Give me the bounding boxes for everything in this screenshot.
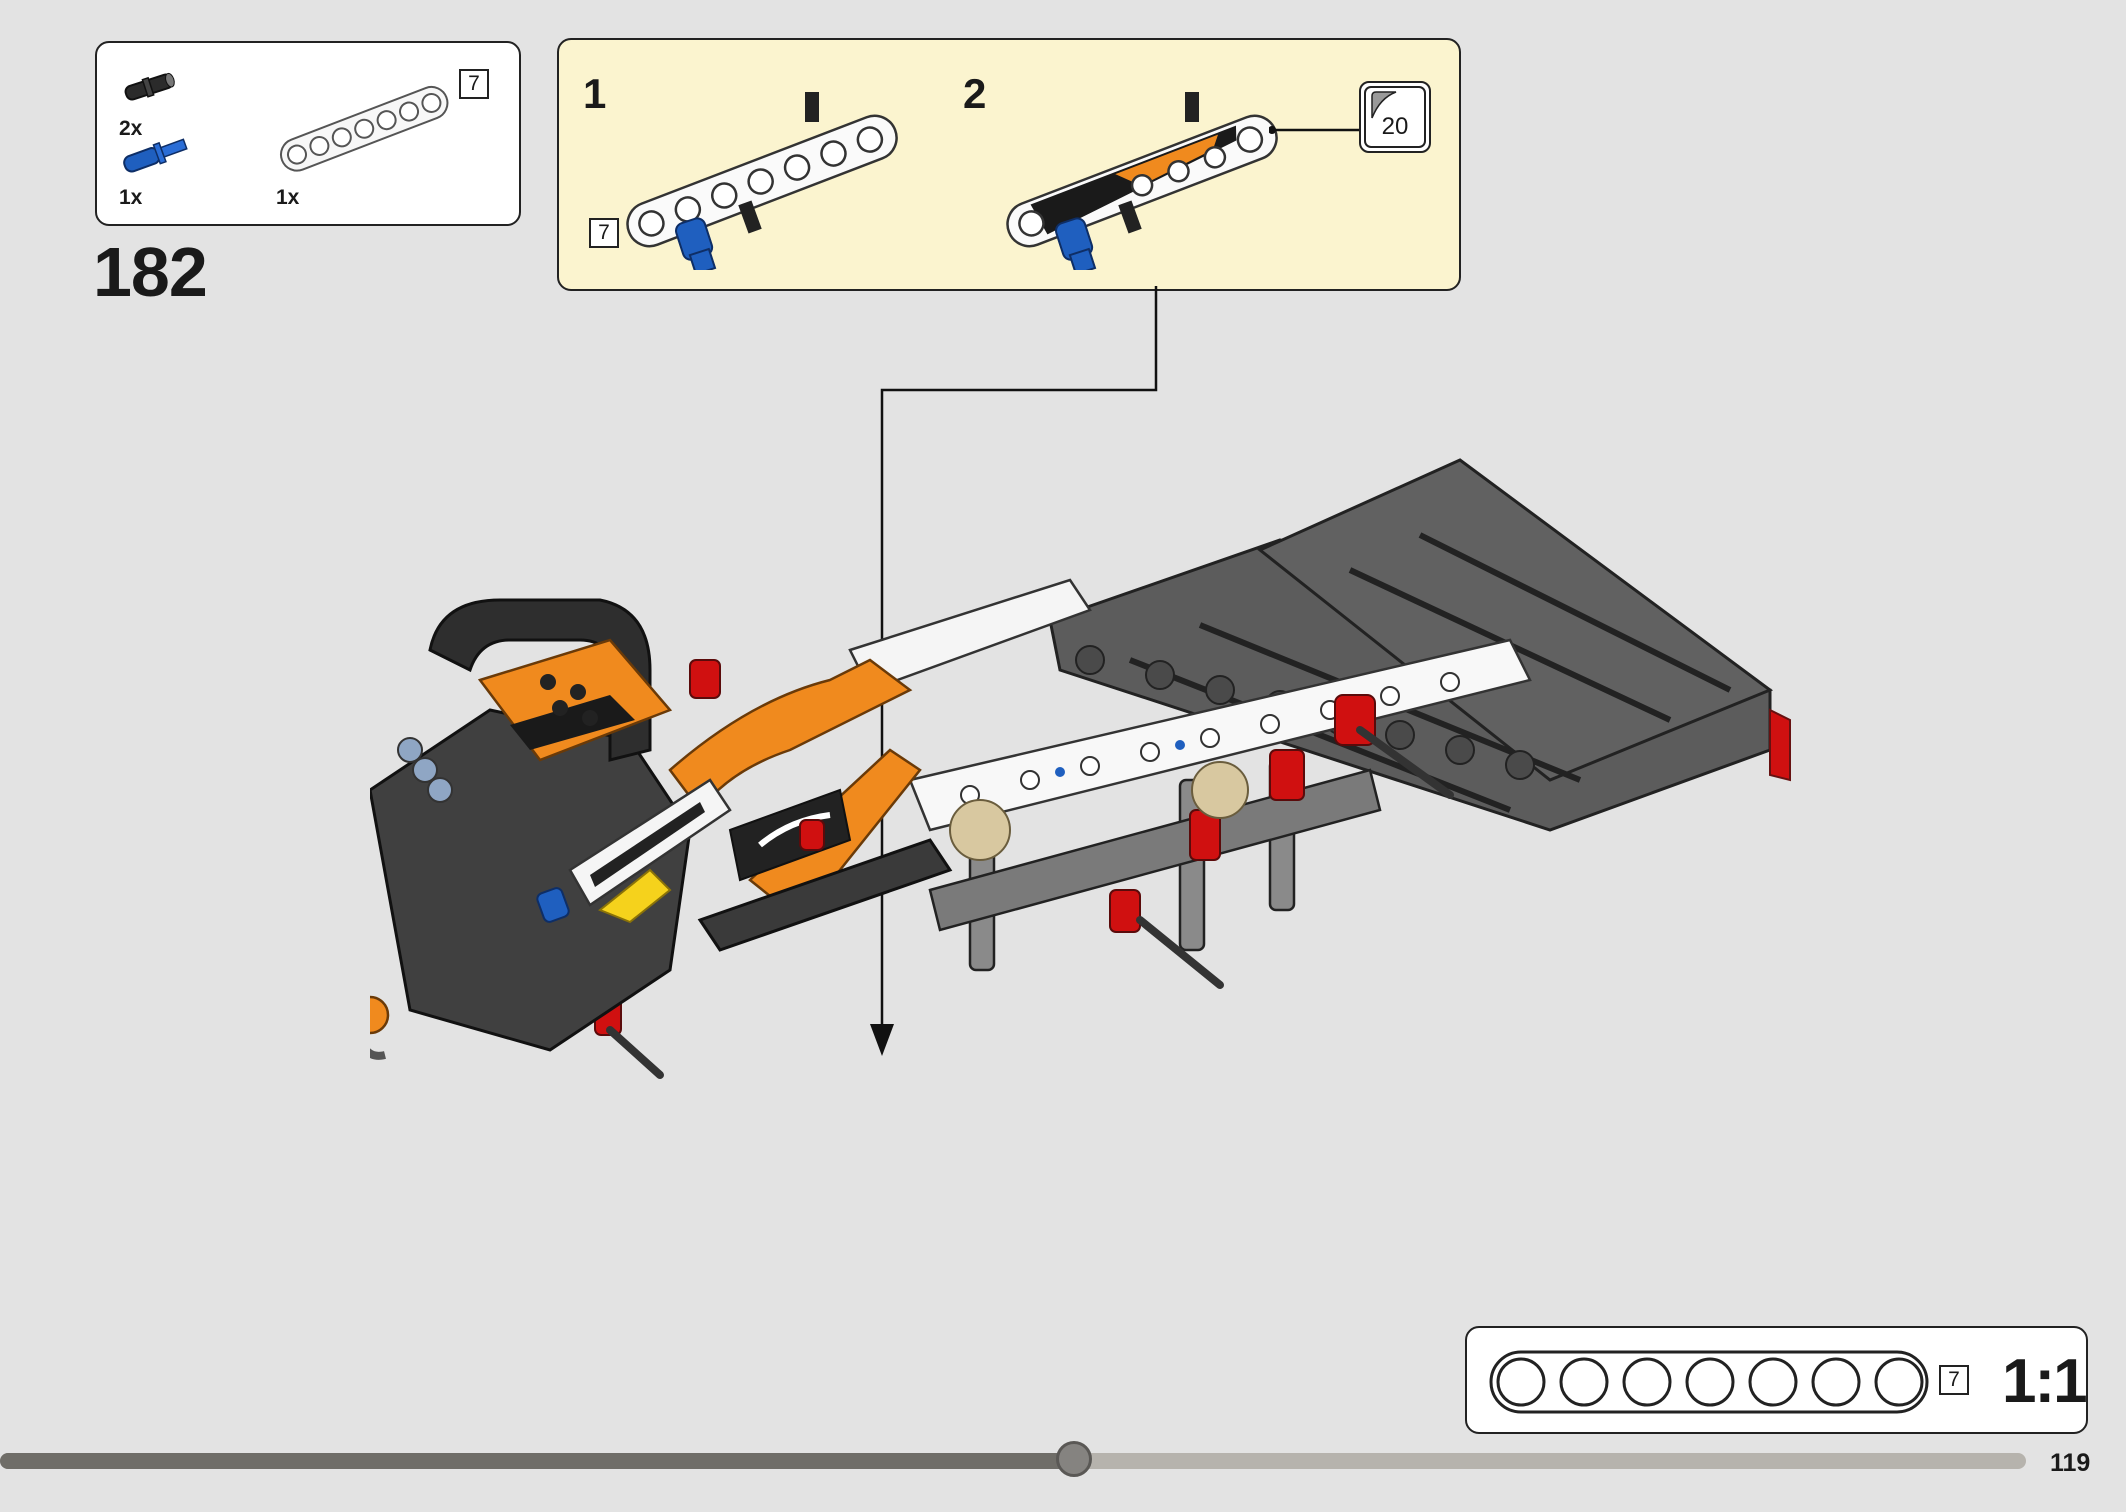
subassembly-callout: 1 2 7 [557,38,1461,291]
beam-length-label: 7 [1939,1365,1969,1395]
red-connectors [594,659,1376,1036]
scale-beam-icon [1489,1350,1929,1414]
white-beam-icon [279,85,449,172]
substep-number: 1 [583,70,607,117]
orange-frame [668,658,922,922]
page-number: 119 [2050,1449,2091,1477]
substep-2-assembly-icon [1006,92,1278,270]
scale-ratio: 1:1 [2002,1347,2088,1416]
sticker-number: 20 [1381,113,1409,140]
parts-list: 2x 1x 7 1x [95,41,521,226]
tracks [697,838,953,952]
insert-arrow-icon [598,868,672,924]
blue-axle-pin-icon [123,138,188,173]
sticker-curl-icon [1371,91,1397,119]
progress-knob[interactable] [1056,1441,1092,1477]
step-number: 182 [93,233,208,311]
part-qty: 2x [119,117,143,140]
substep-number: 2 [963,70,987,117]
substep-1-assembly-icon [626,92,898,270]
sticker-reference: 20 [1359,81,1431,153]
beam-length-label: 7 [459,69,489,99]
beam-length-label: 7 [589,218,619,248]
scale-reference: 7 1:1 [1465,1326,2088,1434]
inserted-beam [536,778,732,923]
model-assembly-illustration [370,458,1791,1079]
progress-fill [0,1453,1074,1469]
engine-block [370,598,692,1052]
white-long-beam [848,578,1532,832]
part-qty: 1x [276,186,300,209]
callout-connector-arrow [870,286,1158,1056]
black-friction-pin-icon [124,72,175,101]
sticker-leader-line [1269,126,1359,134]
hook [370,995,390,1060]
axles [606,726,1454,1079]
tan-gears [949,761,1249,861]
part-qty: 1x [119,186,143,209]
